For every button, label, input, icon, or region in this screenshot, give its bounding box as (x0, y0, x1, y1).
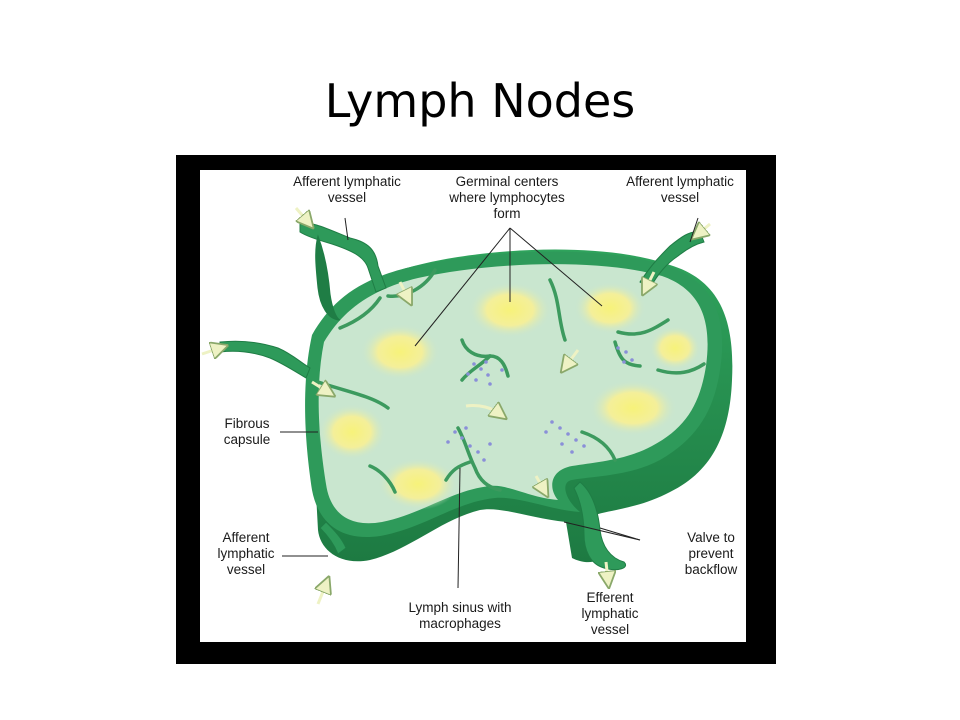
germinal-center (360, 324, 440, 380)
germinal-center (378, 458, 458, 510)
lymph-node-illustration (201, 207, 733, 605)
afferent-vessel-bottom-left (319, 521, 347, 555)
lymph-flow-arrows (201, 207, 711, 605)
slide-title: Lymph Nodes (324, 74, 636, 128)
leader-line (457, 467, 461, 589)
flow-arrow (294, 207, 308, 222)
germinal-center (318, 404, 386, 460)
efferent-vessel (573, 481, 626, 571)
leader-line (509, 227, 603, 307)
label-germinal-centers: Germinal centers where lymphocytes form (449, 174, 565, 221)
leader-line (563, 521, 641, 541)
label-afferent-vessel-bottom-left: Afferent lymphatic vessel (217, 530, 275, 577)
label-lymph-sinus: Lymph sinus with macrophages (408, 600, 512, 631)
flow-arrow (465, 405, 500, 414)
flow-arrow (566, 349, 580, 366)
macrophages (446, 346, 634, 462)
label-afferent-vessel-top-right: Afferent lymphatic vessel (626, 174, 734, 205)
flow-arrow (646, 271, 654, 288)
label-fibrous-capsule: Fibrous capsule (223, 416, 271, 447)
flow-arrow (698, 224, 711, 234)
flow-arrow (606, 561, 608, 580)
leader-line (689, 217, 699, 243)
flow-arrow (311, 382, 328, 392)
label-afferent-vessel-top-left: Afferent lymphatic vessel (293, 174, 401, 205)
afferent-vessel-left (219, 340, 311, 379)
afferent-vessel-top-left-loop (315, 234, 341, 321)
leader-line (599, 527, 641, 541)
label-valve: Valve to prevent backflow (684, 530, 738, 577)
germinal-center (649, 326, 701, 370)
leader-line (414, 227, 511, 347)
flow-arrow (201, 348, 220, 354)
germinal-center (574, 282, 646, 334)
label-efferent-vessel: Efferent lymphatic vessel (581, 590, 639, 637)
leader-lines (280, 217, 699, 589)
lymph-node-diagram: Afferent lymphatic vessel Germinal cente… (200, 170, 746, 642)
flow-arrow (400, 281, 408, 298)
flow-arrow (318, 584, 326, 605)
leader-line (344, 217, 349, 241)
lymphatic-vessels (219, 222, 705, 571)
germinal-center (589, 380, 677, 436)
germinal-center (468, 282, 552, 338)
flow-arrow (536, 475, 544, 490)
afferent-vessel-top-left (299, 222, 387, 293)
